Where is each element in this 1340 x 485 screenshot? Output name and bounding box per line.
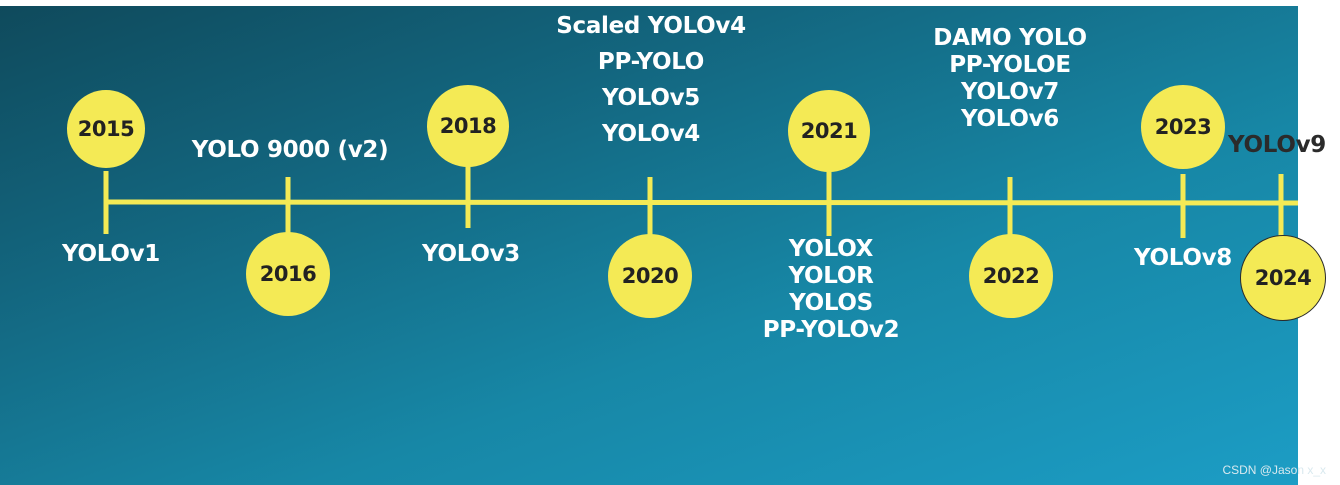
model-label: YOLO 9000 (v2) (191, 137, 389, 163)
model-label: Scaled YOLOv4 (556, 13, 746, 39)
models-2024: YOLOv9 (1228, 127, 1326, 163)
models-2023: YOLOv8 (1134, 240, 1232, 276)
timeline-lines (103, 166, 1299, 242)
year-circle-2023: 2023 (1141, 85, 1225, 169)
models-2015: YOLOv1 (62, 236, 160, 272)
model-label: DAMO YOLO (933, 25, 1087, 51)
timeline-canvas: 2015 2016 2018 2020 2021 2022 2023 2024 … (0, 6, 1326, 485)
model-label: YOLOv4 (602, 121, 700, 147)
watermark: CSDN @Jason x_x (1222, 463, 1326, 477)
model-label: YOLOv6 (961, 106, 1059, 132)
year-circle-2020: 2020 (608, 234, 692, 318)
model-label: YOLOX (788, 236, 874, 262)
timeline-axis (105, 199, 1299, 206)
year-circle-2016: 2016 (246, 232, 330, 316)
model-label: YOLOS (789, 290, 873, 316)
model-label: YOLOv7 (961, 79, 1059, 105)
year-circle-2015: 2015 (67, 90, 145, 168)
model-label: YOLOv8 (1134, 245, 1232, 271)
year-circle-2021: 2021 (788, 90, 870, 172)
models-2018: YOLOv3 (422, 236, 520, 272)
model-label: YOLOv1 (62, 241, 160, 267)
models-2016: YOLO 9000 (v2) (192, 132, 389, 168)
model-label: YOLOv3 (422, 241, 520, 267)
models-2021: YOLOX YOLOR YOLOS PP-YOLOv2 (763, 236, 900, 344)
models-2022: DAMO YOLO PP-YOLOE YOLOv7 YOLOv6 (933, 25, 1087, 133)
year-circle-2022: 2022 (969, 234, 1053, 318)
year-circle-2024: 2024 (1240, 235, 1326, 321)
model-label: YOLOR (788, 263, 874, 289)
year-circle-2018: 2018 (427, 85, 509, 167)
model-label: PP-YOLOv2 (762, 317, 900, 343)
model-label: YOLOv9 (1228, 132, 1326, 158)
model-label: PP-YOLO (597, 49, 705, 75)
model-label: PP-YOLOE (949, 52, 1071, 78)
model-label: YOLOv5 (602, 85, 700, 111)
models-2020: Scaled YOLOv4 PP-YOLO YOLOv5 YOLOv4 (556, 8, 746, 152)
